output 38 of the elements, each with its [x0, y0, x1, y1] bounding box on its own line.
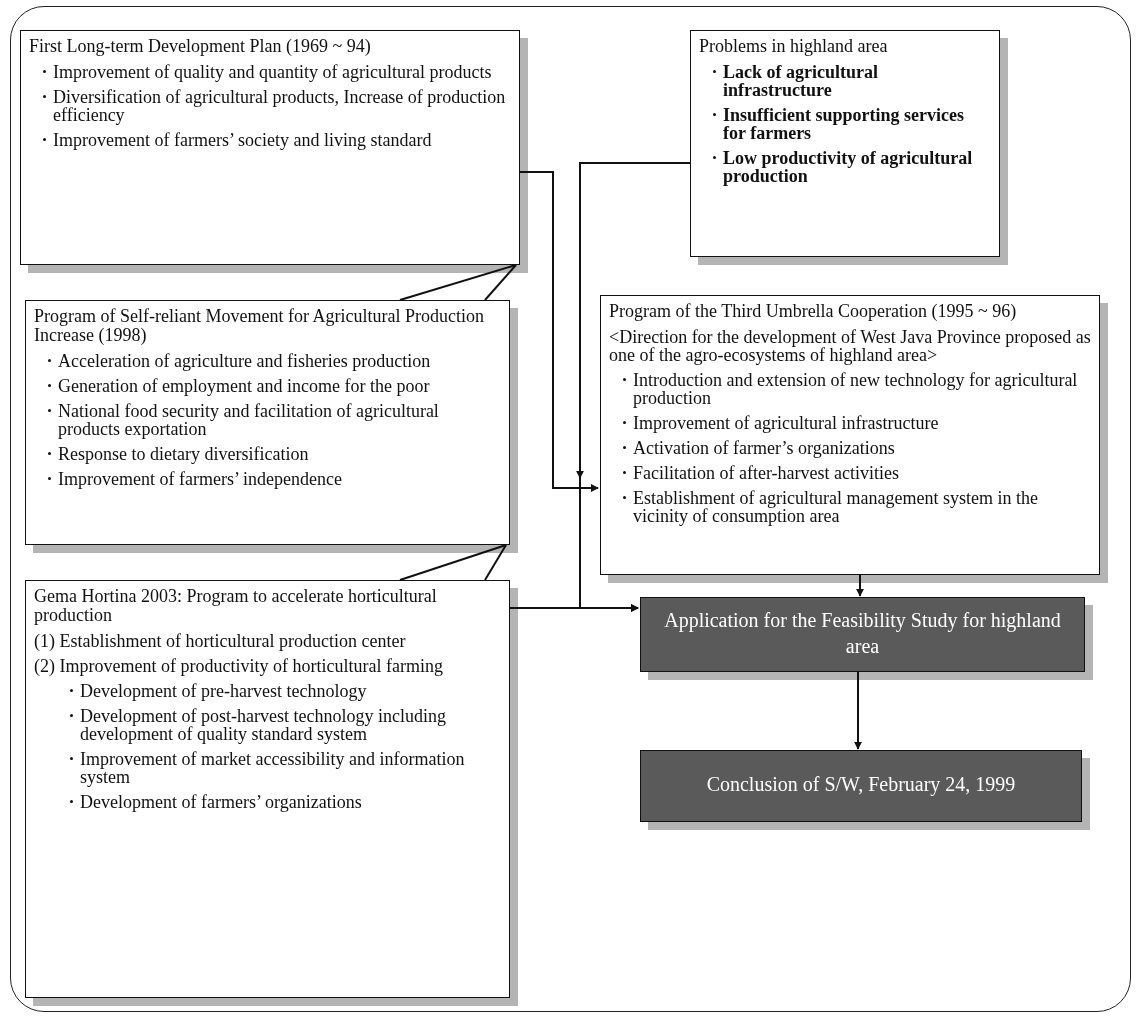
bullet-item: Insufficient supporting services for farmers: [711, 106, 991, 142]
box-heading: Application for the Feasibility Study for highland area: [663, 607, 1062, 659]
box-text: <Direction for the development of West Java Province proposed as one of the agro-ecosystems of highland area>: [609, 328, 1091, 364]
arrow: [509, 604, 639, 612]
bullet-item: Improvement of farmers’ society and living standard: [41, 131, 511, 149]
bullet-item: Establishment of agricultural management system in the vicinity of consumption area: [621, 489, 1091, 525]
bullet-item: Improvement of agricultural infrastructure: [621, 414, 1091, 432]
bullet-item: Activation of farmer’s organizations: [621, 439, 1091, 457]
bullet-item: Introduction and extension of new technology for agricultural production: [621, 371, 1091, 407]
callout-line: [399, 264, 517, 301]
callout-line: [399, 544, 507, 581]
callout-line: [484, 264, 517, 301]
box-heading: Gema Hortina 2003: Program to accelerate horticultural production: [34, 587, 438, 625]
bullet-item: Lack of agricultural infrastructure: [711, 63, 991, 99]
bullet-item: Development of post-harvest technology including development of quality standard system: [68, 707, 501, 743]
bullet-item: Improvement of market accessibility and information system: [68, 750, 501, 786]
bullet-item: Acceleration of agriculture and fisheries production: [46, 352, 501, 370]
box-heading: Program of Self-reliant Movement for Agricultural Production Increase (1998): [34, 307, 485, 345]
box-heading: Conclusion of S/W, February 24, 1999: [706, 772, 1016, 797]
bullet-item: Facilitation of after-harvest activities: [621, 464, 1091, 482]
bullet-item: Improvement of quality and quantity of agricultural products: [41, 63, 511, 81]
arrow: [856, 574, 864, 597]
bullet-item: Low productivity of agricultural production: [711, 149, 991, 185]
box-text: (2) Improvement of productivity of horticultural farming: [34, 657, 444, 675]
bullet-item: Diversification of agricultural products, Increase of production efficiency: [41, 88, 511, 124]
box-heading: First Long-term Development Plan (1969 ~ 94): [29, 37, 372, 56]
bullet-item: Development of pre-harvest technology: [68, 682, 501, 700]
arrow: [519, 171, 599, 492]
bullet-item: National food security and facilitation of agricultural products exportation: [46, 402, 501, 438]
bullet-item: Improvement of farmers’ independence: [46, 470, 501, 488]
bullet-item: Generation of employment and income for the poor: [46, 377, 501, 395]
bullet-item: Development of farmers’ organizations: [68, 793, 501, 811]
callout-line: [484, 544, 507, 581]
box-text: (1) Establishment of horticultural production center: [34, 632, 407, 650]
bullet-item: Response to dietary diversification: [46, 445, 501, 463]
box-heading: Problems in highland area: [699, 37, 889, 56]
arrow: [854, 671, 862, 750]
box-heading: Program of the Third Umbrella Cooperation (1995 ~ 96): [609, 302, 1018, 321]
